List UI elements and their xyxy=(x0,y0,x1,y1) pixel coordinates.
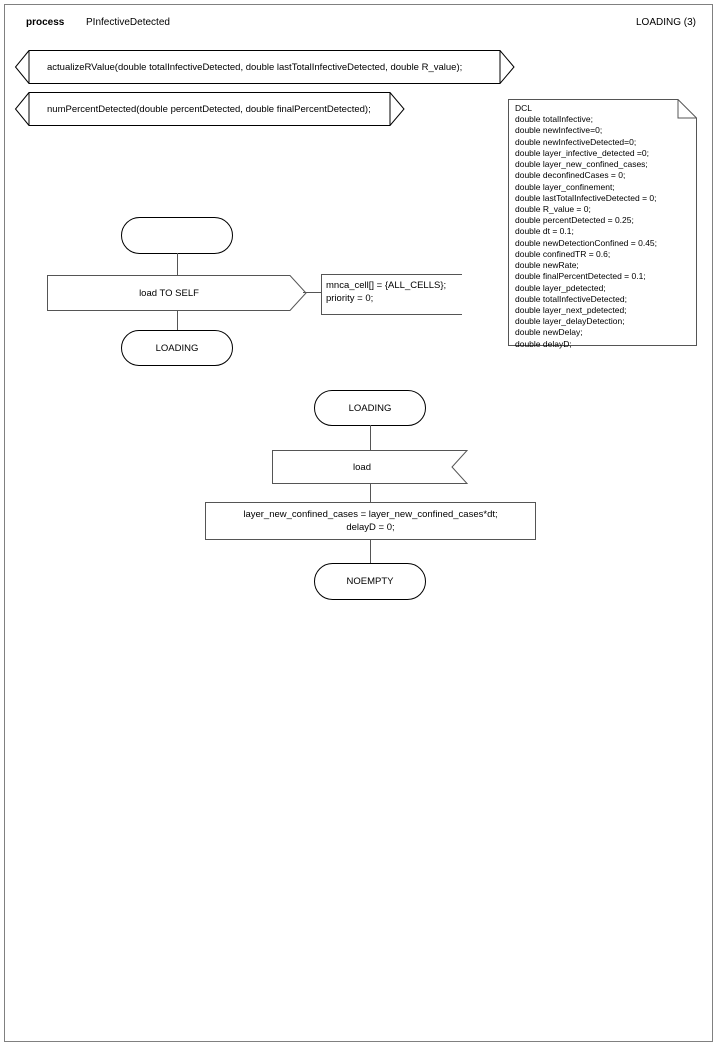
page-title-kind: process xyxy=(26,17,65,28)
output-symbol-load-to-self[interactable]: load TO SELF xyxy=(47,275,307,311)
state-symbol-noempty[interactable]: NOEMPTY xyxy=(314,563,426,600)
dcl-note[interactable]: DCL double totalInfective; double newInf… xyxy=(508,99,697,349)
page-title-name: PInfectiveDetected xyxy=(86,17,170,28)
page-number-label: LOADING (3) xyxy=(635,17,696,28)
connector-line xyxy=(370,483,371,503)
comment-connector-line xyxy=(303,292,324,293)
connector-line xyxy=(177,253,178,275)
page-border xyxy=(4,4,713,1042)
comment-text: mnca_cell[] = {ALL_CELLS}; priority = 0; xyxy=(326,280,447,304)
task-symbol-layer-new-confined-cases[interactable]: layer_new_confined_cases = layer_new_con… xyxy=(205,502,536,540)
connector-line xyxy=(370,539,371,564)
comment-symbol-mnca[interactable]: mnca_cell[] = {ALL_CELLS}; priority = 0; xyxy=(320,274,462,315)
state-symbol-start-upper[interactable] xyxy=(121,217,233,254)
signal-declaration-actualizervalue[interactable]: actualizeRValue(double totalInfectiveDet… xyxy=(14,50,515,84)
dcl-note-text: DCL double totalInfective; double newInf… xyxy=(515,103,658,349)
connector-line xyxy=(177,310,178,331)
connector-line xyxy=(370,425,371,450)
signal-declaration-numpercentdetected[interactable]: numPercentDetected(double percentDetecte… xyxy=(14,92,405,126)
input-symbol-load[interactable]: load xyxy=(272,450,469,484)
state-symbol-loading-upper[interactable]: LOADING xyxy=(121,330,233,366)
state-symbol-loading-lower[interactable]: LOADING xyxy=(314,390,426,426)
